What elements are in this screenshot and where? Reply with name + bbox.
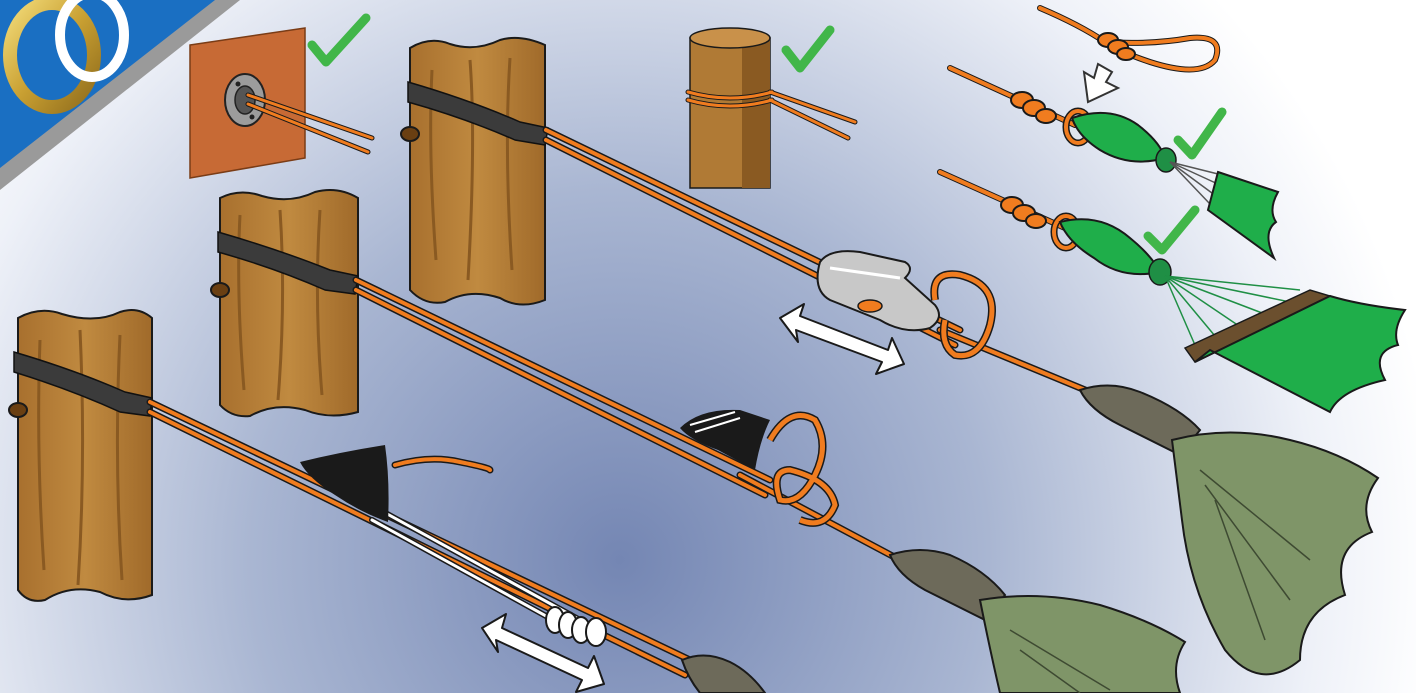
hammock-2	[888, 549, 1187, 693]
down-arrow-icon	[1082, 62, 1121, 104]
tree-trunk-2	[210, 189, 359, 418]
black-tensioner-2	[300, 445, 389, 522]
knot-with-tree-strap-2	[937, 169, 1407, 414]
hammock-1	[1078, 384, 1380, 676]
wall-anchor	[189, 27, 375, 179]
knot-loop-diagram	[1037, 5, 1221, 73]
check-icon	[1173, 107, 1227, 160]
check-icon	[781, 25, 835, 73]
suspension-rope-3	[146, 398, 694, 679]
metal-buckle	[816, 250, 940, 332]
double-arrow-icon	[779, 303, 905, 375]
tree-strap-3	[13, 350, 153, 417]
tree-strap-2	[217, 231, 359, 295]
double-arrow-icon	[481, 613, 605, 693]
check-icon	[1143, 205, 1200, 255]
tree-strap-1	[407, 81, 549, 146]
hammock-3	[680, 654, 767, 693]
logo-icon	[0, 0, 240, 190]
knot-with-tree-strap-1	[947, 65, 1280, 262]
wooden-post	[685, 27, 858, 189]
suspension-rope-2	[352, 276, 904, 564]
black-tensioner	[680, 409, 770, 470]
tree-trunk-1	[400, 36, 546, 306]
tree-trunk-3	[8, 309, 153, 602]
check-icon	[307, 13, 371, 67]
